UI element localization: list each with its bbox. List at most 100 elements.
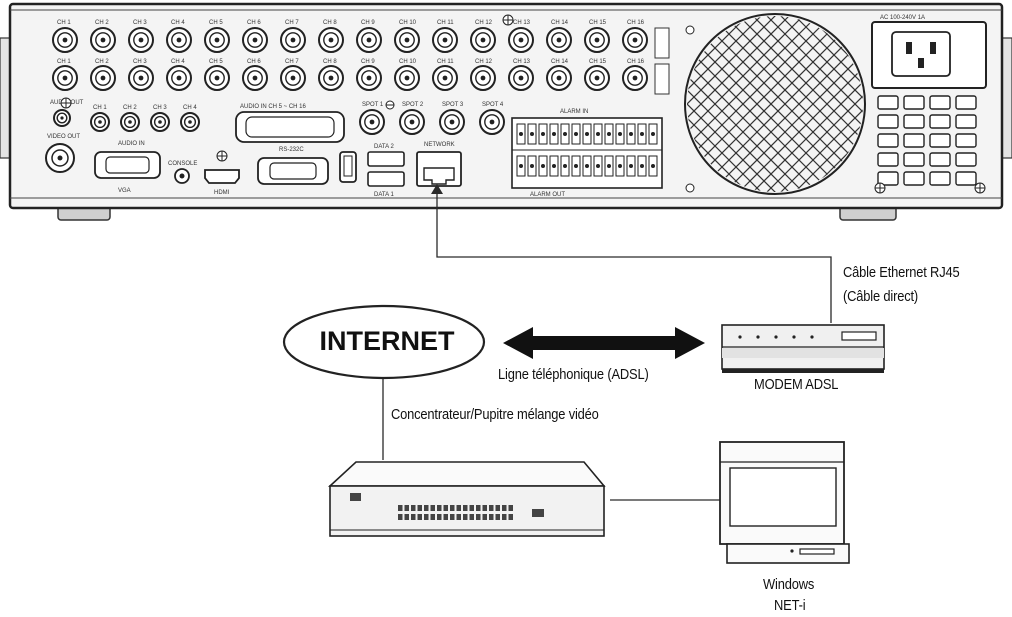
- hub-port: [502, 514, 507, 520]
- bnc-label: CH 5: [209, 59, 223, 65]
- bnc-video-in: [166, 27, 192, 53]
- bnc-loop-out: [470, 65, 496, 91]
- svg-text:DATA 2: DATA 2: [374, 144, 394, 150]
- audio-in-db25-port: AUDIO IN CH 5 ~ CH 16: [235, 104, 345, 143]
- bnc-video-in: [432, 27, 458, 53]
- spot-label: SPOT 3: [442, 102, 464, 108]
- svg-text:AC 100-240V 1A: AC 100-240V 1A: [880, 15, 925, 21]
- svg-text:NETWORK: NETWORK: [424, 142, 455, 148]
- audio-label: CH 2: [123, 105, 137, 111]
- console-port: CONSOLE: [168, 161, 197, 184]
- bnc-video-in: [622, 27, 648, 53]
- svg-text:AUDIO IN CH 5 ~ CH 16: AUDIO IN CH 5 ~ CH 16: [240, 104, 307, 110]
- internet-label: INTERNET: [319, 326, 455, 356]
- hub-port: [463, 514, 468, 520]
- bnc-label: CH 6: [247, 20, 261, 26]
- bnc-loop-out: [52, 65, 78, 91]
- bnc-label: CH 4: [171, 20, 185, 26]
- audio-in-connector: [180, 112, 200, 132]
- bnc-video-in: [128, 27, 154, 53]
- hub-port: [424, 505, 429, 511]
- bnc-label: CH 7: [285, 20, 299, 26]
- video-out-connector: VIDEO OUT: [45, 134, 80, 173]
- bnc-loop-out: [280, 65, 306, 91]
- vga-port: VGA: [94, 151, 161, 194]
- hub-port: [411, 514, 416, 520]
- windows-pc: [719, 441, 850, 564]
- bnc-video-in: [508, 27, 534, 53]
- spot-label: SPOT 1: [362, 102, 384, 108]
- hub-port: [430, 514, 435, 520]
- hub-port: [502, 505, 507, 511]
- bnc-label: CH 16: [627, 59, 645, 65]
- cable-label-line1: Câble Ethernet RJ45: [843, 264, 960, 281]
- bnc-label: CH 13: [513, 59, 531, 65]
- hub-port: [443, 514, 448, 520]
- bnc-label: CH 5: [209, 20, 223, 26]
- hub-port: [489, 514, 494, 520]
- bnc-label: CH 2: [95, 59, 109, 65]
- modem-label: MODEM ADSL: [754, 376, 839, 393]
- bnc-loop-out: [584, 65, 610, 91]
- adsl-line-label: Ligne téléphonique (ADSL): [498, 366, 649, 383]
- hub-label: Concentrateur/Pupitre mélange vidéo: [391, 406, 599, 423]
- bnc-label: CH 9: [361, 59, 375, 65]
- network-arrow-head: [431, 184, 443, 194]
- hub-port: [417, 514, 422, 520]
- bnc-video-in: [52, 27, 78, 53]
- cable-label-line2: (Câble direct): [843, 288, 919, 305]
- bnc-label: CH 13: [513, 20, 531, 26]
- esata-ports: DATA 2 DATA 1: [367, 144, 405, 198]
- bnc-label: CH 1: [57, 20, 71, 26]
- hub-port: [508, 514, 513, 520]
- audio-label: CH 3: [153, 105, 167, 111]
- bnc-label: CH 6: [247, 59, 261, 65]
- bnc-video-in: [470, 27, 496, 53]
- bnc-label: CH 9: [361, 20, 375, 26]
- pc-label-line1: Windows: [763, 576, 815, 593]
- svg-text:VIDEO OUT: VIDEO OUT: [47, 134, 80, 140]
- hub-port: [482, 514, 487, 520]
- hub-port: [404, 514, 409, 520]
- bnc-label: CH 3: [133, 59, 147, 65]
- dvr-rear-panel: CH 1 CH 2 CH 3 CH 4 CH 5 CH 6 CH 7 CH 8 CH 9 CH 1…: [0, 2, 1012, 221]
- spot-output-connector: [359, 109, 385, 135]
- svg-text:HDMI: HDMI: [214, 190, 230, 196]
- hub-port: [482, 505, 487, 511]
- hub-port: [489, 505, 494, 511]
- hdmi-port: HDMI: [204, 150, 240, 196]
- bnc-label: CH 8: [323, 20, 337, 26]
- pc-label-line2: NET-i: [774, 597, 806, 614]
- spot-output-connector: [439, 109, 465, 135]
- bnc-video-in: [394, 27, 420, 53]
- bnc-label: CH 12: [475, 59, 493, 65]
- hub-port: [437, 505, 442, 511]
- bnc-label: CH 16: [627, 20, 645, 26]
- hub-port: [437, 514, 442, 520]
- hub-port: [495, 505, 500, 511]
- hub-port: [456, 514, 461, 520]
- bnc-label: CH 15: [589, 59, 607, 65]
- hub-port: [495, 514, 500, 520]
- audio-in-connector: [90, 112, 110, 132]
- audio-label: CH 4: [183, 105, 197, 111]
- hub-port: [443, 505, 448, 511]
- hub-port: [456, 505, 461, 511]
- hub-port: [469, 514, 474, 520]
- bnc-video-in: [318, 27, 344, 53]
- hub-port: [430, 505, 435, 511]
- hub-port: [411, 505, 416, 511]
- bnc-loop-out: [508, 65, 534, 91]
- vent-slots: [877, 95, 977, 186]
- bnc-video-in: [584, 27, 610, 53]
- audio-in-title: AUDIO IN: [118, 141, 145, 147]
- hub-port: [404, 505, 409, 511]
- spot-output-connector: [479, 109, 505, 135]
- audio-in-connector: [150, 112, 170, 132]
- bnc-label: CH 14: [551, 20, 569, 26]
- bnc-label: CH 11: [437, 59, 454, 65]
